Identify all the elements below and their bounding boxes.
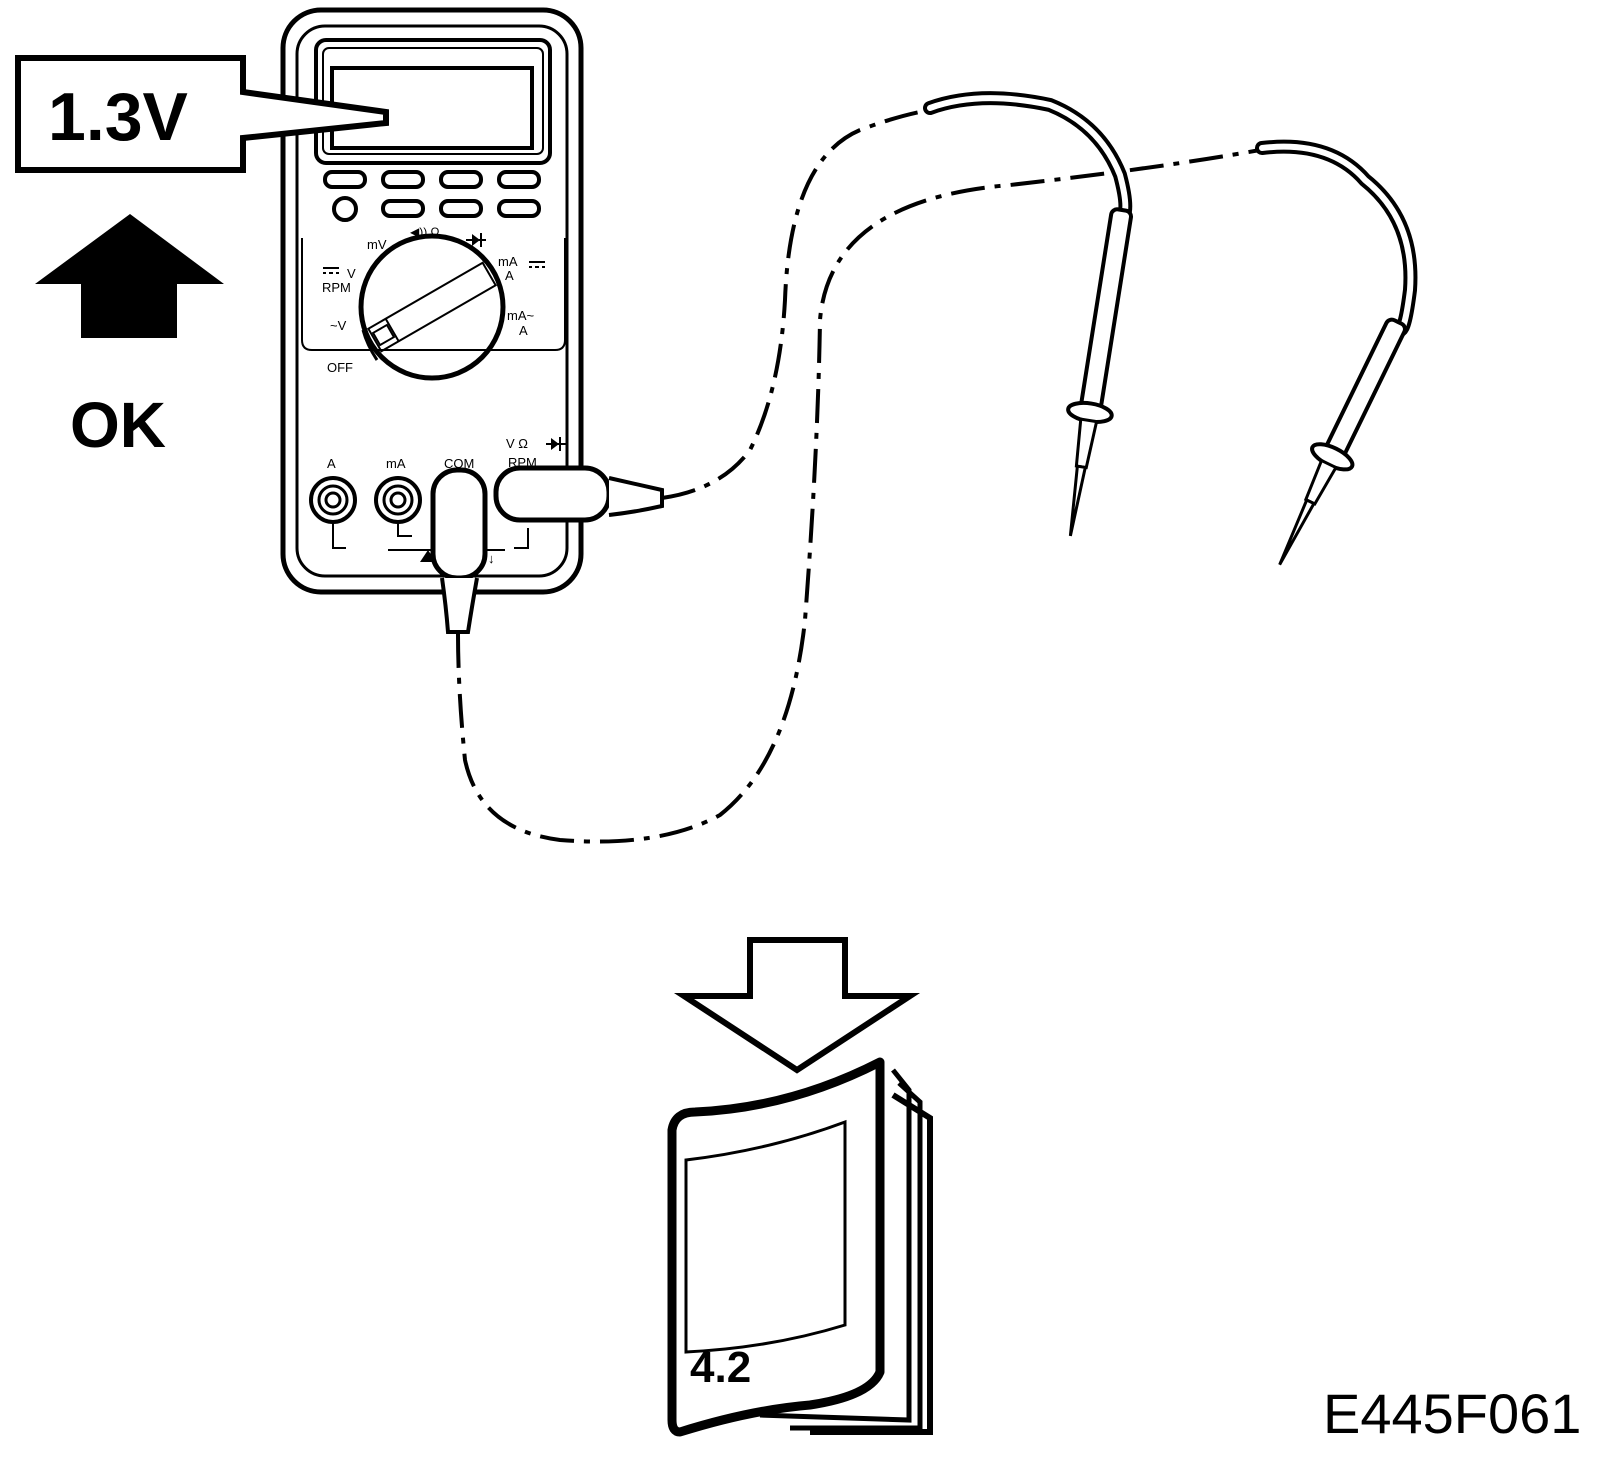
diode-icon bbox=[546, 437, 566, 451]
v-ohm-plug-sleeve bbox=[608, 476, 664, 517]
dc-symbol-icon bbox=[323, 267, 339, 274]
label-off: OFF bbox=[327, 360, 353, 375]
v-ohm-probe[interactable] bbox=[1049, 207, 1144, 540]
function-button[interactable] bbox=[497, 170, 541, 189]
label-jack-a: A bbox=[327, 456, 336, 471]
fuse-arrow-icon: ↓ bbox=[488, 551, 495, 566]
function-button[interactable] bbox=[381, 199, 425, 218]
dial-pointer-mark bbox=[384, 318, 400, 342]
dc-symbol-icon bbox=[529, 261, 545, 268]
v-ohm-lead-cable bbox=[661, 108, 931, 500]
ok-indicator: OK bbox=[35, 214, 224, 461]
label-mv: mV bbox=[367, 237, 387, 252]
label-jack-v-ohm: V Ω bbox=[506, 436, 528, 451]
multimeter-outer-case bbox=[280, 7, 584, 595]
manual-cover-panel bbox=[684, 1119, 847, 1354]
function-button[interactable] bbox=[323, 170, 367, 189]
display-frame-inner bbox=[322, 47, 544, 155]
com-plug-sleeve bbox=[440, 577, 479, 634]
label-a-ac: A bbox=[519, 323, 528, 338]
label-jack-com: COM bbox=[444, 456, 474, 471]
label-rpm-left: RPM bbox=[322, 280, 351, 295]
function-button[interactable] bbox=[381, 170, 425, 189]
com-lead-cable bbox=[456, 148, 1261, 844]
com-lead-sheath-core bbox=[1259, 143, 1414, 333]
up-arrow-icon bbox=[35, 214, 224, 338]
jack-bracket bbox=[514, 528, 529, 549]
label-ma-dc: mA bbox=[498, 254, 518, 269]
diode-icon bbox=[466, 233, 486, 247]
label-a-dc: A bbox=[505, 268, 514, 283]
button-row bbox=[323, 170, 541, 222]
com-lead-sheath bbox=[1255, 139, 1418, 337]
com-probe[interactable] bbox=[1260, 312, 1418, 574]
reading-value: 1.3V bbox=[48, 79, 188, 155]
label-sound-ohm: ◀)) Ω bbox=[410, 225, 440, 239]
v-ohm-lead-sheath bbox=[923, 91, 1133, 222]
dial-knob bbox=[358, 233, 506, 381]
function-button[interactable] bbox=[439, 170, 483, 189]
v-ohm-lead-sheath-core bbox=[927, 95, 1129, 218]
com-plug[interactable] bbox=[430, 467, 488, 581]
label-ac-v: ~V bbox=[330, 318, 347, 333]
callout-box bbox=[15, 55, 389, 173]
manual-section-number: 4.2 bbox=[690, 1343, 751, 1392]
round-button[interactable] bbox=[332, 196, 358, 222]
display-frame bbox=[314, 38, 552, 165]
manual-book-icon: 4.2 bbox=[667, 1057, 933, 1437]
status-label: OK bbox=[70, 389, 166, 461]
v-ohm-plug[interactable] bbox=[493, 465, 612, 523]
rotary-dial[interactable] bbox=[358, 233, 506, 381]
dial-panel bbox=[301, 238, 566, 351]
reading-callout: 1.3V bbox=[15, 55, 389, 173]
label-ma-ac: mA~ bbox=[507, 308, 535, 323]
dial-labels: mV ◀)) Ω V RPM ~V OFF mA bbox=[322, 225, 545, 375]
function-button[interactable] bbox=[497, 199, 541, 218]
multimeter-inner-bezel bbox=[295, 24, 569, 578]
jack-ma[interactable] bbox=[374, 476, 422, 537]
test-leads bbox=[430, 91, 1418, 844]
dial-pointer bbox=[366, 261, 498, 353]
jack-a[interactable] bbox=[309, 476, 357, 549]
function-button[interactable] bbox=[439, 199, 483, 218]
figure-code: E445F061 bbox=[1323, 1382, 1581, 1445]
dial-pointer-tip bbox=[371, 323, 396, 347]
label-jack-ma: mA bbox=[386, 456, 406, 471]
down-arrow-icon bbox=[673, 937, 921, 1074]
label-dc-v: V bbox=[347, 266, 356, 281]
off-arc bbox=[361, 329, 379, 361]
multimeter: mV ◀)) Ω V RPM ~V OFF mA bbox=[280, 7, 584, 595]
